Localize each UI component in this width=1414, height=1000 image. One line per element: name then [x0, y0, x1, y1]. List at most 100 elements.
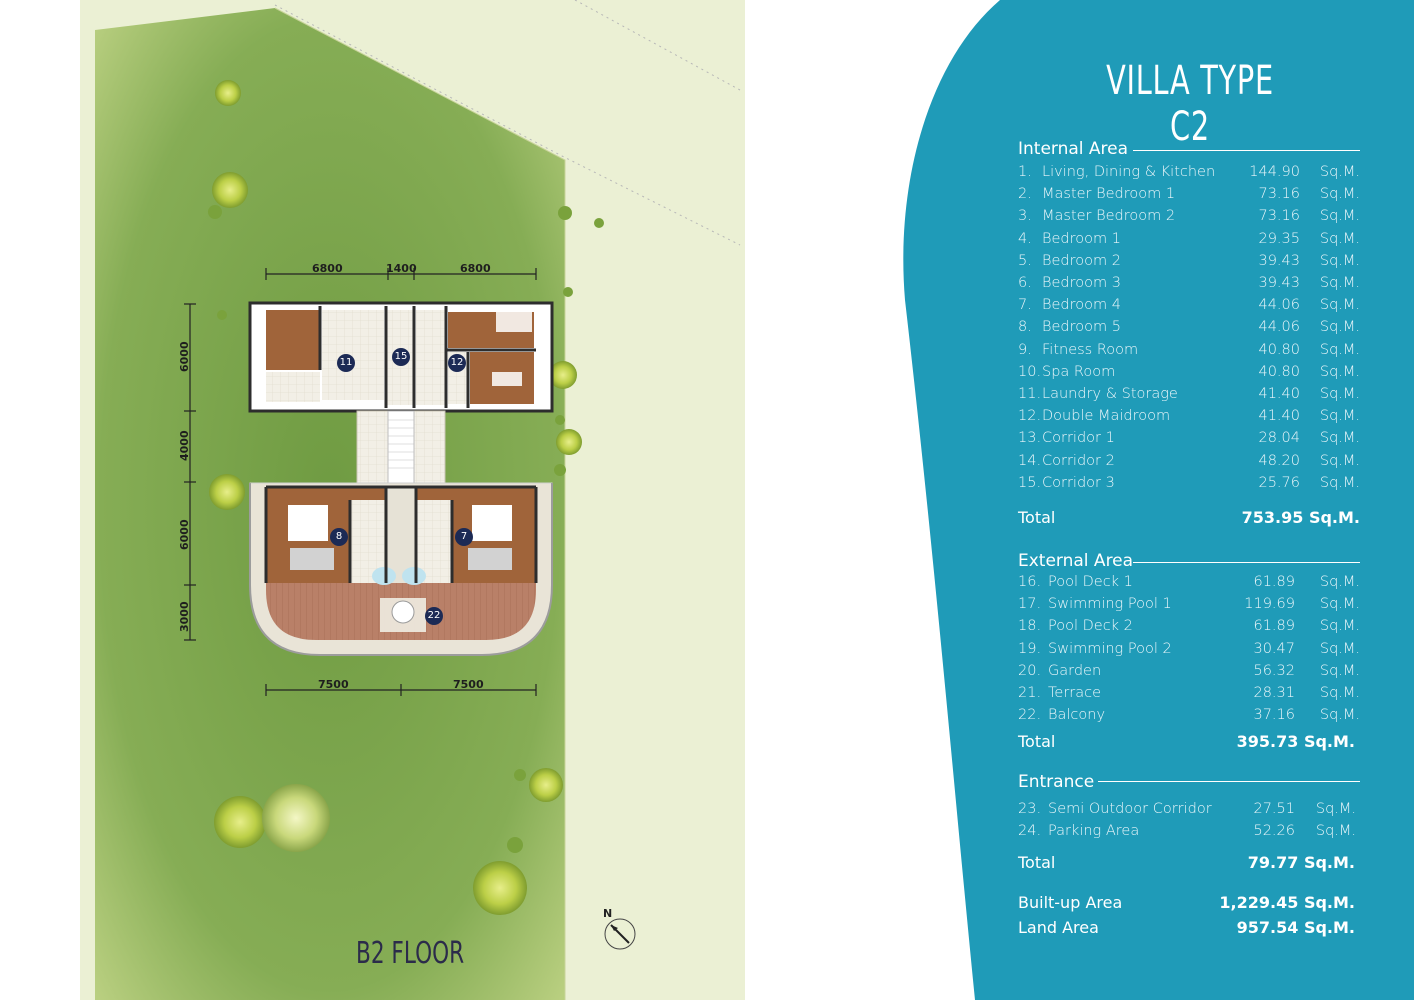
dim-left-3: 6000	[178, 519, 191, 550]
row-label: Pool Deck 1	[1048, 574, 1133, 590]
row-value: 61.89	[1253, 574, 1295, 590]
row-number: 11.	[1018, 386, 1042, 402]
row-value: 40.80	[1258, 363, 1300, 380]
row-value: 28.04	[1258, 430, 1300, 447]
entrance-rule	[1098, 781, 1360, 782]
row-number: 17.	[1018, 596, 1042, 613]
external-area-rule	[1133, 562, 1360, 563]
row-number: 18.	[1018, 618, 1042, 635]
row-label: Corridor 2	[1042, 452, 1115, 469]
row-label: Corridor 3	[1042, 474, 1115, 491]
row-value: 40.80	[1258, 341, 1300, 358]
dim-top-3: 6800	[460, 262, 491, 275]
row-unit: Sq.M.	[1319, 297, 1360, 314]
row-unit: Sq.M.	[1319, 574, 1360, 590]
internal-total-value: 753.95 Sq.M.	[1241, 508, 1360, 527]
row-label: Double Maidroom	[1042, 408, 1171, 425]
row-label: Laundry & Storage	[1042, 386, 1178, 402]
built-up-area-value: 1,229.45 Sq.M.	[1219, 893, 1355, 912]
page-title: VILLA TYPE C2	[1106, 58, 1274, 150]
row-label: Pool Deck 2	[1048, 618, 1133, 635]
internal-total-label: Total	[1018, 508, 1056, 527]
row-number: 13.	[1018, 430, 1042, 447]
row-value: 29.35	[1258, 230, 1300, 247]
row-number: 24.	[1018, 823, 1042, 840]
row-label: Bedroom 2	[1042, 252, 1121, 269]
row-unit: Sq.M.	[1319, 252, 1360, 269]
row-unit: Sq.M.	[1319, 596, 1360, 613]
row-number: 20.	[1018, 662, 1042, 679]
row-unit: Sq.M.	[1319, 275, 1360, 291]
row-value: 39.43	[1258, 252, 1300, 269]
row-unit: Sq.M.	[1319, 164, 1360, 180]
row-label: Master Bedroom 1	[1042, 186, 1176, 203]
row-unit: Sq.M.	[1319, 408, 1360, 425]
row-value: 41.40	[1258, 386, 1300, 402]
row-unit: Sq.M.	[1319, 685, 1360, 701]
row-number: 23.	[1018, 801, 1042, 817]
row-value: 25.76	[1258, 474, 1300, 491]
row-label: Bedroom 4	[1042, 297, 1121, 314]
row-value: 30.47	[1253, 640, 1295, 657]
row-unit: Sq.M.	[1315, 801, 1356, 817]
row-value: 44.06	[1258, 297, 1300, 314]
dim-left-1: 6000	[178, 341, 191, 372]
row-unit: Sq.M.	[1319, 640, 1360, 657]
row-unit: Sq.M.	[1315, 823, 1356, 840]
row-label: Parking Area	[1048, 823, 1140, 840]
row-value: 44.06	[1258, 319, 1300, 336]
row-number: 22.	[1018, 707, 1042, 724]
row-label: Fitness Room	[1042, 341, 1139, 358]
row-value: 144.90	[1249, 164, 1300, 180]
row-value: 73.16	[1258, 186, 1300, 203]
row-label: Swimming Pool 2	[1048, 640, 1172, 657]
internal-row: 2. Master Bedroom 1 73.16 Sq.M.	[1018, 186, 1360, 208]
row-label: Swimming Pool 1	[1048, 596, 1172, 613]
row-number: 2.	[1018, 186, 1032, 203]
row-value: 41.40	[1258, 408, 1300, 425]
row-label: Living, Dining & Kitchen	[1042, 164, 1216, 180]
row-value: 48.20	[1258, 452, 1300, 469]
row-number: 21.	[1018, 685, 1042, 701]
internal-area-heading: Internal Area	[1018, 139, 1128, 159]
dim-top-1: 6800	[312, 262, 343, 275]
row-value: 52.26	[1253, 823, 1295, 840]
external-area-heading: External Area	[1018, 551, 1133, 571]
room-marker-8: 8	[330, 528, 348, 546]
row-number: 14.	[1018, 452, 1042, 469]
row-label: Bedroom 3	[1042, 275, 1121, 291]
external-total-label: Total	[1018, 732, 1056, 751]
row-number: 9.	[1018, 341, 1032, 358]
row-label: Balcony	[1048, 707, 1106, 724]
dim-top-2: 1400	[386, 262, 417, 275]
row-label: Bedroom 5	[1042, 319, 1121, 336]
room-marker-7: 7	[455, 528, 473, 546]
dim-left-4: 3000	[178, 601, 191, 632]
row-number: 16.	[1018, 574, 1042, 590]
row-unit: Sq.M.	[1319, 662, 1360, 679]
land-area-value: 957.54 Sq.M.	[1236, 918, 1355, 937]
row-label: Spa Room	[1042, 363, 1116, 380]
row-unit: Sq.M.	[1319, 386, 1360, 402]
external-area-heading-label: External Area	[1018, 551, 1134, 571]
row-label: Terrace	[1048, 685, 1102, 701]
row-number: 4.	[1018, 230, 1032, 247]
row-value: 61.89	[1253, 618, 1295, 635]
row-unit: Sq.M.	[1319, 474, 1360, 491]
row-value: 27.51	[1253, 801, 1295, 817]
row-number: 1.	[1018, 164, 1032, 180]
row-unit: Sq.M.	[1319, 186, 1360, 203]
